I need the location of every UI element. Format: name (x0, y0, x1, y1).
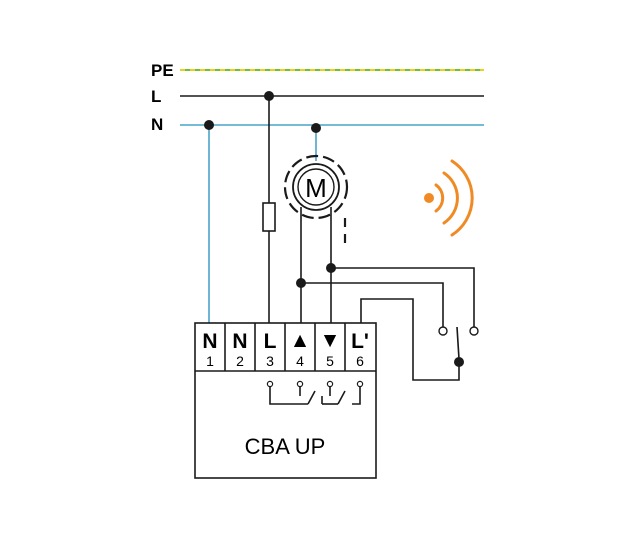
motor-inner-circle (297, 168, 335, 206)
bus-label-n: N (151, 115, 163, 134)
terminal-2-number: 2 (236, 353, 244, 369)
terminal-3-symbol: L (264, 330, 277, 353)
motor-outer-circle (292, 163, 340, 211)
up-to-switch-wire (301, 282, 444, 327)
switch-contact-up (438, 326, 448, 336)
bus-label-l: L (151, 87, 161, 106)
switch-lever (456, 326, 460, 360)
terminal-3-number: 3 (266, 353, 274, 369)
motor-symbol-letter: M (305, 173, 327, 203)
terminal-2-symbol: N (232, 330, 247, 353)
internal-relay-contacts (266, 380, 364, 405)
terminal-1-number: 1 (206, 353, 214, 369)
terminal-4-symbol: ▲ (290, 329, 311, 352)
terminal-4-number: 4 (296, 353, 304, 369)
terminal-5-number: 5 (326, 353, 334, 369)
fuse-symbol (262, 202, 276, 232)
device-label: CBA UP (245, 434, 326, 459)
radio-wave-1 (434, 183, 445, 213)
radio-wave-2 (442, 171, 459, 225)
lprime-to-switch-wire (360, 298, 460, 381)
terminal-6-symbol: L' (351, 330, 369, 353)
switch-contact-down (469, 326, 479, 336)
radio-source-dot (424, 193, 434, 203)
terminal-5-symbol: ▼ (320, 329, 341, 352)
junction-dot-n-1 (204, 120, 214, 130)
junction-dot-n-motor (311, 123, 321, 133)
bus-label-pe: PE (151, 61, 174, 80)
motor-shield-dashed (283, 154, 349, 220)
switch-pivot-dot (454, 357, 464, 367)
down-to-switch-wire (331, 267, 475, 327)
terminal-6-number: 6 (356, 353, 364, 369)
terminal-1-symbol: N (202, 330, 217, 353)
junction-dot-l-3 (264, 91, 274, 101)
radio-wave-3 (450, 159, 474, 237)
